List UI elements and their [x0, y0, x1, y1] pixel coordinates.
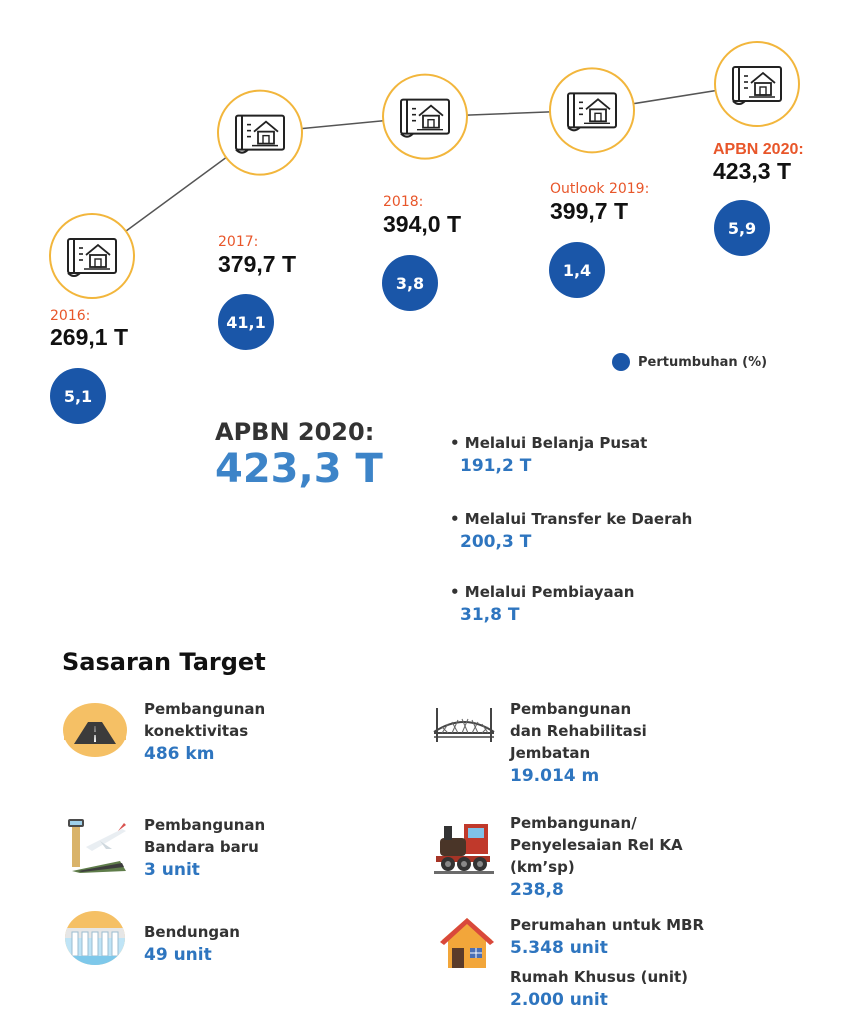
data-point-5: [714, 41, 800, 127]
category-label: 2018:: [383, 194, 424, 210]
blueprint-icon: [400, 98, 450, 138]
value-label: 423,3 T: [713, 158, 791, 184]
growth-bubble: [382, 255, 438, 311]
target-label: Pembangunan/: [510, 814, 637, 832]
legend-swatch: [612, 353, 630, 371]
target-item-bendungan: Bendungan 49 unit: [144, 921, 240, 967]
road-icon: [63, 703, 127, 757]
target-label: Perumahan untuk MBR: [510, 916, 705, 934]
breakdown-value: 200,3 T: [460, 532, 532, 552]
growth-bubble: [218, 294, 274, 350]
category-label: 2017:: [218, 234, 259, 250]
value-label: 269,1 T: [50, 324, 128, 350]
chart-legend: Pertumbuhan (%): [612, 353, 767, 371]
value-label: 379,7 T: [218, 251, 296, 277]
growth-label: 41,1: [226, 313, 265, 332]
growth-label: 5,9: [728, 219, 756, 238]
target-item-perumahan-mbr: Perumahan untuk MBR 5.348 unit: [510, 914, 704, 960]
blueprint-icon: [67, 238, 117, 277]
target-item-bandara: Pembangunan Bandara baru 3 unit: [144, 814, 265, 882]
growth-bubble: [714, 200, 770, 256]
target-label: Penyelesaian Rel KA: [510, 836, 683, 854]
target-value: 5.348 unit: [510, 938, 608, 958]
breakdown-item: • Melalui Pembiayaan 31,8 T: [450, 583, 634, 625]
breakdown-item: • Melalui Transfer ke Daerah 200,3 T: [450, 510, 692, 552]
target-label: Pembangunan: [510, 700, 632, 718]
dam-icon: [65, 911, 125, 965]
target-value: 486 km: [144, 744, 215, 764]
target-label: dan Rehabilitasi: [510, 722, 647, 740]
value-label: 399,7 T: [550, 198, 628, 224]
growth-label: 3,8: [396, 274, 424, 293]
value-label: 394,0 T: [383, 211, 461, 237]
data-point-ring: [549, 67, 635, 154]
airport-icon: [68, 819, 126, 873]
legend-label: Pertumbuhan (%): [638, 354, 768, 370]
target-value: 49 unit: [144, 945, 212, 965]
category-label: 2016:: [50, 308, 91, 324]
data-point-ring: [217, 89, 303, 176]
target-item-rumah-khusus: Rumah Khusus (unit) 2.000 unit: [510, 966, 688, 1012]
data-point-ring: [382, 73, 468, 160]
target-value: 3 unit: [144, 860, 200, 880]
blueprint-icon: [235, 114, 285, 154]
breakdown-label: • Melalui Belanja Pusat: [450, 434, 648, 452]
target-item-rel-ka: Pembangunan/ Penyelesaian Rel KA (km’sp)…: [510, 812, 683, 902]
growth-bubble: [50, 368, 106, 424]
budget-trend-chart: 5,1 41,1 3,8 1,4 5,9: [49, 41, 800, 424]
breakdown-value: 31,8 T: [460, 605, 520, 625]
summary-label: APBN 2020:: [215, 418, 375, 446]
data-point-1: [49, 213, 135, 299]
target-item-jembatan: Pembangunan dan Rehabilitasi Jembatan 19…: [510, 698, 647, 788]
target-label: konektivitas: [144, 722, 249, 740]
bridge-icon: [433, 708, 495, 742]
target-label: Rumah Khusus (unit): [510, 968, 689, 986]
breakdown-label: • Melalui Pembiayaan: [450, 583, 635, 601]
data-point-ring: [49, 213, 135, 299]
target-value: 238,8: [510, 880, 564, 900]
target-label: Pembangunan: [144, 700, 266, 718]
breakdown-value: 191,2 T: [460, 456, 532, 476]
growth-label: 1,4: [563, 261, 591, 280]
data-point-2: [217, 89, 303, 176]
summary-value: 423,3 T: [215, 446, 383, 492]
train-icon: [434, 824, 494, 874]
blueprint-icon: [567, 92, 617, 132]
data-point-3: [382, 73, 468, 160]
target-label: Pembangunan: [144, 816, 266, 834]
breakdown-item: • Melalui Belanja Pusat 191,2 T: [450, 434, 647, 476]
category-label: Outlook 2019:: [550, 181, 650, 197]
target-value: 2.000 unit: [510, 990, 608, 1010]
target-label: Bendungan: [144, 923, 240, 941]
growth-label: 5,1: [64, 387, 92, 406]
blueprint-icon: [732, 66, 782, 105]
target-label: Jembatan: [510, 744, 591, 762]
category-label: APBN 2020:: [713, 141, 804, 158]
breakdown-label: • Melalui Transfer ke Daerah: [450, 510, 693, 528]
targets-title: Sasaran Target: [62, 648, 266, 676]
house-icon: [440, 918, 494, 968]
data-point-4: [549, 67, 635, 154]
target-value: 19.014 m: [510, 766, 600, 786]
data-point-ring: [714, 41, 800, 127]
target-label: (km’sp): [510, 858, 575, 876]
target-label: Bandara baru: [144, 838, 259, 856]
growth-bubble: [549, 242, 605, 298]
target-item-konektivitas: Pembangunan konektivitas 486 km: [144, 698, 265, 766]
